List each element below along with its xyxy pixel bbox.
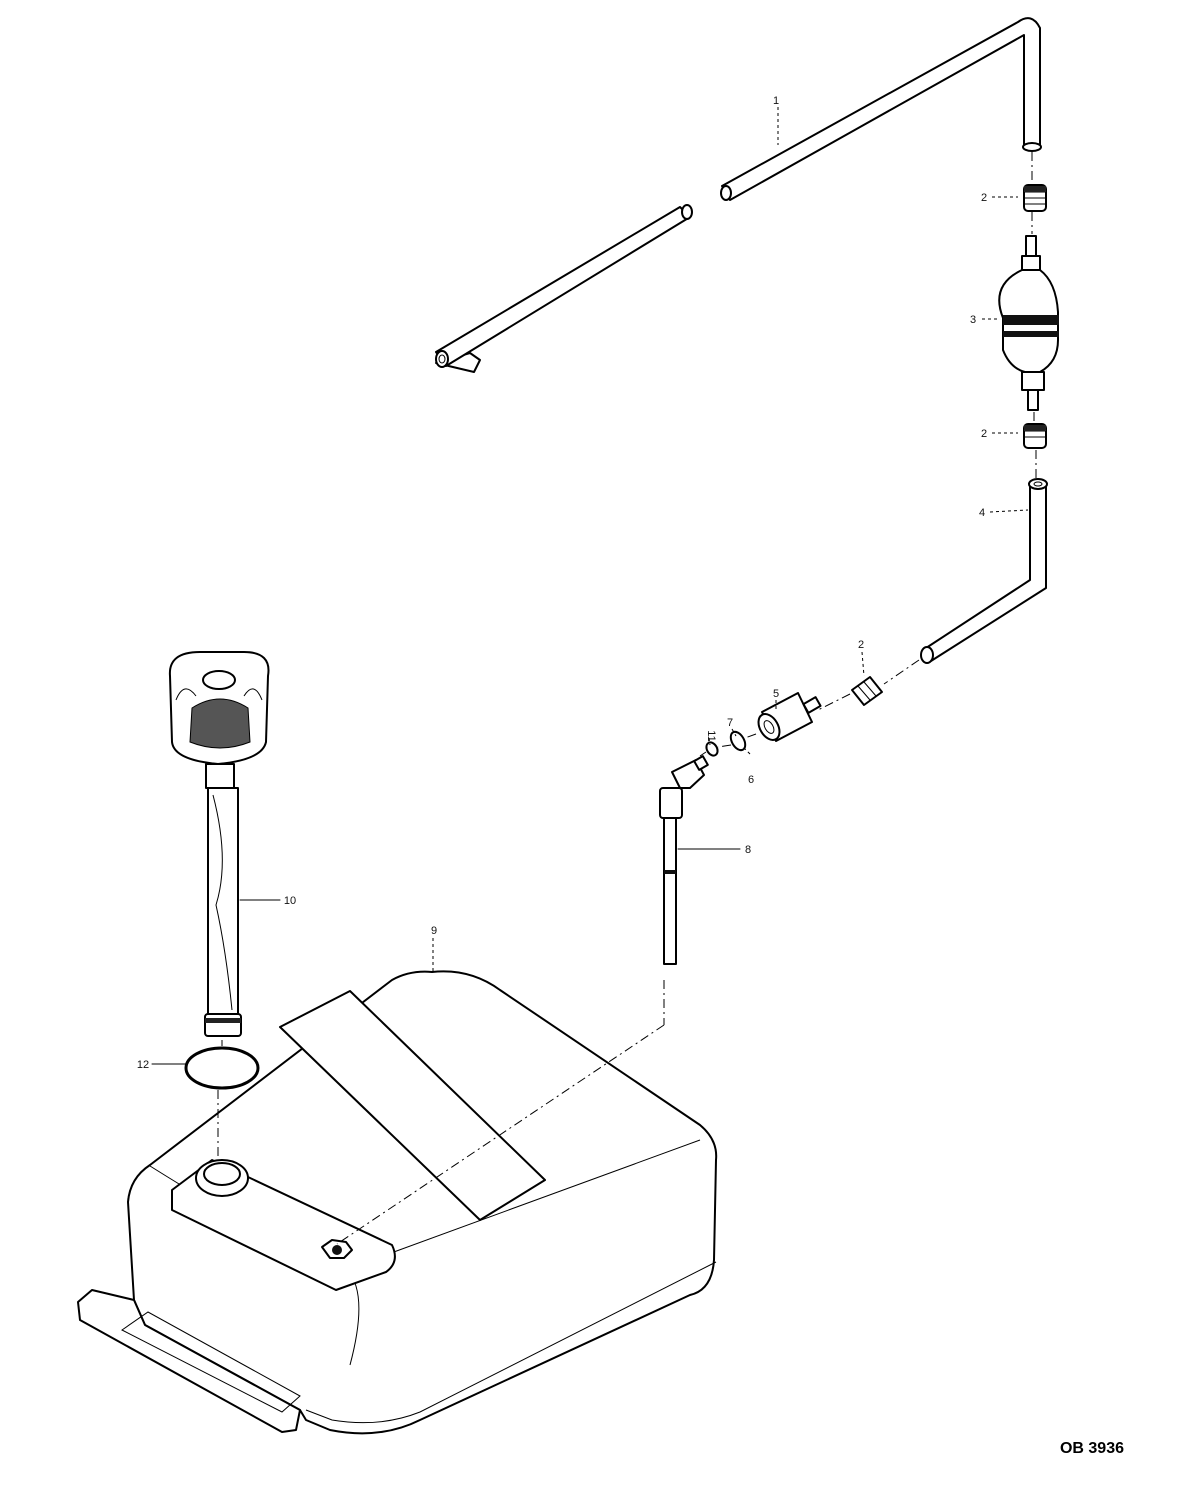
callout-2-upper: 2 xyxy=(981,192,987,204)
part-1-fuel-hose xyxy=(435,17,1042,373)
part-12-gasket xyxy=(184,1046,260,1090)
part-7-o-ring xyxy=(729,730,747,752)
part-4-hose xyxy=(920,478,1048,664)
part-5-connector xyxy=(757,692,822,742)
part-9-fuel-tank xyxy=(77,970,718,1435)
callout-12: 12 xyxy=(137,1059,149,1071)
callout-2-lower: 2 xyxy=(858,639,864,651)
callout-10: 10 xyxy=(284,895,296,907)
leader-lines xyxy=(151,107,1029,1065)
callout-8: 8 xyxy=(745,844,751,856)
part-8-pickup-tube xyxy=(659,755,709,965)
callout-4: 4 xyxy=(979,507,985,519)
callout-labels: 1 2 3 2 4 2 5 7 11 6 8 10 9 12 xyxy=(137,95,987,1071)
callout-5: 5 xyxy=(773,688,779,700)
part-2-hose-clamp-lower xyxy=(851,676,883,706)
part-10-fuel-gauge xyxy=(168,651,270,1037)
callout-2-middle: 2 xyxy=(981,428,987,440)
part-11-washer xyxy=(705,741,719,757)
part-2-hose-clamp-upper xyxy=(1023,184,1047,212)
callout-3: 3 xyxy=(970,314,976,326)
callout-9: 9 xyxy=(431,925,437,937)
part-2-hose-clamp-middle xyxy=(1023,423,1047,449)
part-3-primer-bulb xyxy=(998,235,1059,411)
callout-1: 1 xyxy=(773,95,779,107)
callout-7: 7 xyxy=(727,717,733,729)
drawing-number: OB 3936 xyxy=(1060,1440,1124,1457)
callout-11: 11 xyxy=(705,730,717,741)
callout-6: 6 xyxy=(748,774,754,786)
assembly-lines xyxy=(217,152,1037,1245)
